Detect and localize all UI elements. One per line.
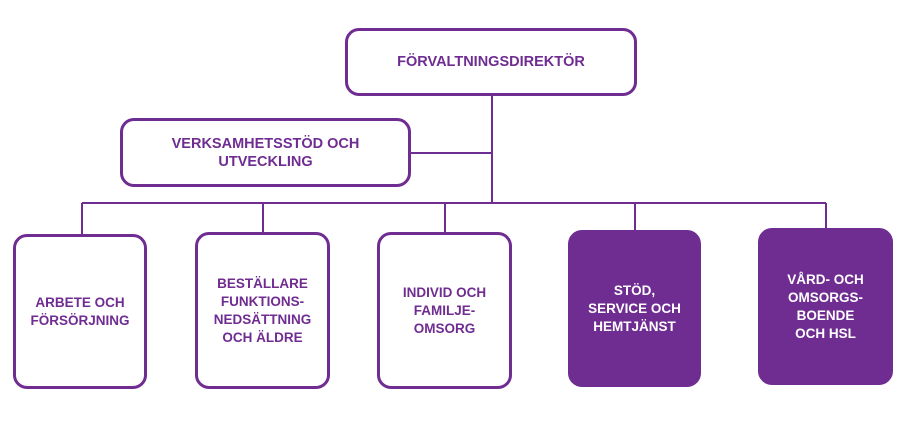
unit-box-arbete: ARBETE OCH FÖRSÖRJNING	[13, 234, 147, 389]
unit-box-individ: INDIVID OCH FAMILJE- OMSORG	[377, 232, 512, 389]
unit-box-vard: VÅRD- OCH OMSORGS- BOENDE OCH HSL	[758, 228, 893, 385]
director-box: FÖRVALTNINGSDIREKTÖR	[345, 28, 637, 96]
unit-label-arbete: ARBETE OCH FÖRSÖRJNING	[30, 294, 130, 328]
unit-label-bestallare: BESTÄLLARE FUNKTIONS- NEDSÄTTNING OCH ÄL…	[213, 275, 312, 345]
staff-function-box: VERKSAMHETSSTÖD OCH UTVECKLING	[120, 118, 411, 187]
unit-label-vard: VÅRD- OCH OMSORGS- BOENDE OCH HSL	[787, 271, 864, 341]
unit-box-bestallare: BESTÄLLARE FUNKTIONS- NEDSÄTTNING OCH ÄL…	[195, 232, 330, 389]
director-label: FÖRVALTNINGSDIREKTÖR	[397, 54, 585, 70]
unit-box-stod: STÖD, SERVICE OCH HEMTJÄNST	[568, 230, 701, 387]
unit-label-stod: STÖD, SERVICE OCH HEMTJÄNST	[588, 282, 681, 334]
staff-function-label: VERKSAMHETSSTÖD OCH UTVECKLING	[171, 135, 360, 170]
unit-label-individ: INDIVID OCH FAMILJE- OMSORG	[402, 284, 487, 336]
